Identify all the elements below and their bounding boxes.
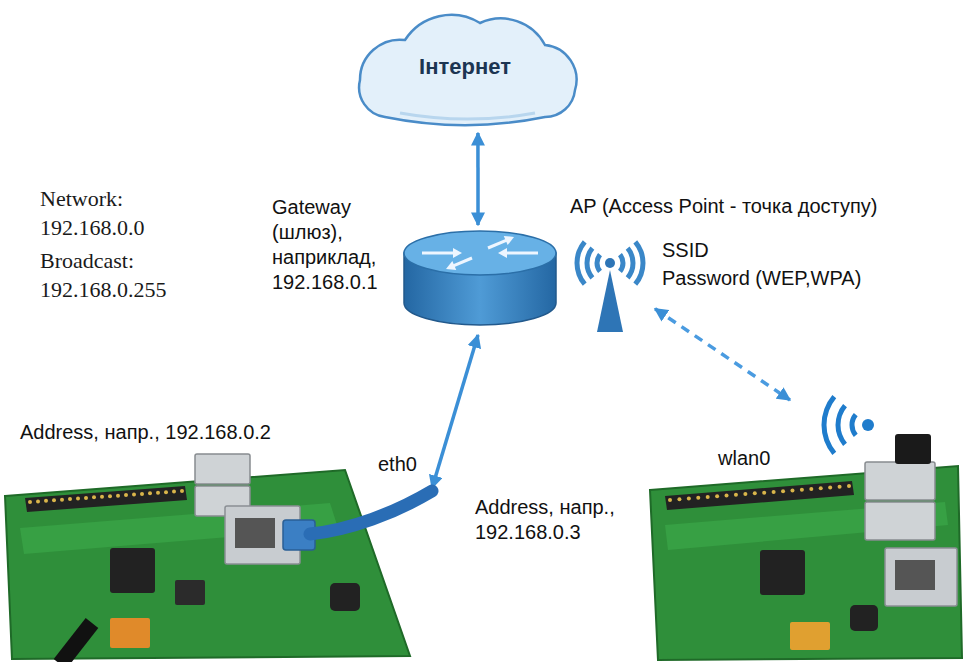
address-label: Address, напр., 192.168.0.3 (475, 495, 635, 545)
raspberry-pi-wired: Address, напр., 192.168.0.2eth0 (0, 488, 440, 662)
network-address: Network: 192.168.0.0 (40, 185, 218, 242)
raspberry-pi-wired-shape (0, 488, 440, 662)
cloud-label: Інтернет (330, 53, 600, 81)
address-label: Address, напр., 192.168.0.2 (20, 420, 271, 445)
router-gateway-shape (400, 225, 560, 335)
internet-cloud: Інтернет (330, 5, 600, 133)
raspberry-pi-wireless-shape (640, 400, 965, 662)
access-point-label: AP (Access Point - точка доступу) (570, 194, 878, 219)
raspberry-pi-wireless: wlan0Address, напр., 192.168.0.3 (640, 400, 965, 662)
interface-name: eth0 (378, 452, 417, 477)
broadcast-address: Broadcast: 192.168.0.255 (40, 247, 218, 304)
gateway-label: Gateway (шлюз), наприклад, 192.168.0.1 (272, 195, 397, 295)
network-link (655, 309, 790, 400)
ssid-label: SSID (662, 238, 709, 263)
network-link (432, 335, 478, 488)
network-link (476, 133, 480, 225)
router-gateway: Gateway (шлюз), наприклад, 192.168.0.1 (400, 225, 560, 335)
access-point: AP (Access Point - точка доступу)SSIDPas… (565, 230, 655, 335)
access-point-shape (565, 230, 655, 335)
password-label: Password (WEP,WPA) (662, 266, 861, 291)
interface-name: wlan0 (718, 446, 770, 471)
